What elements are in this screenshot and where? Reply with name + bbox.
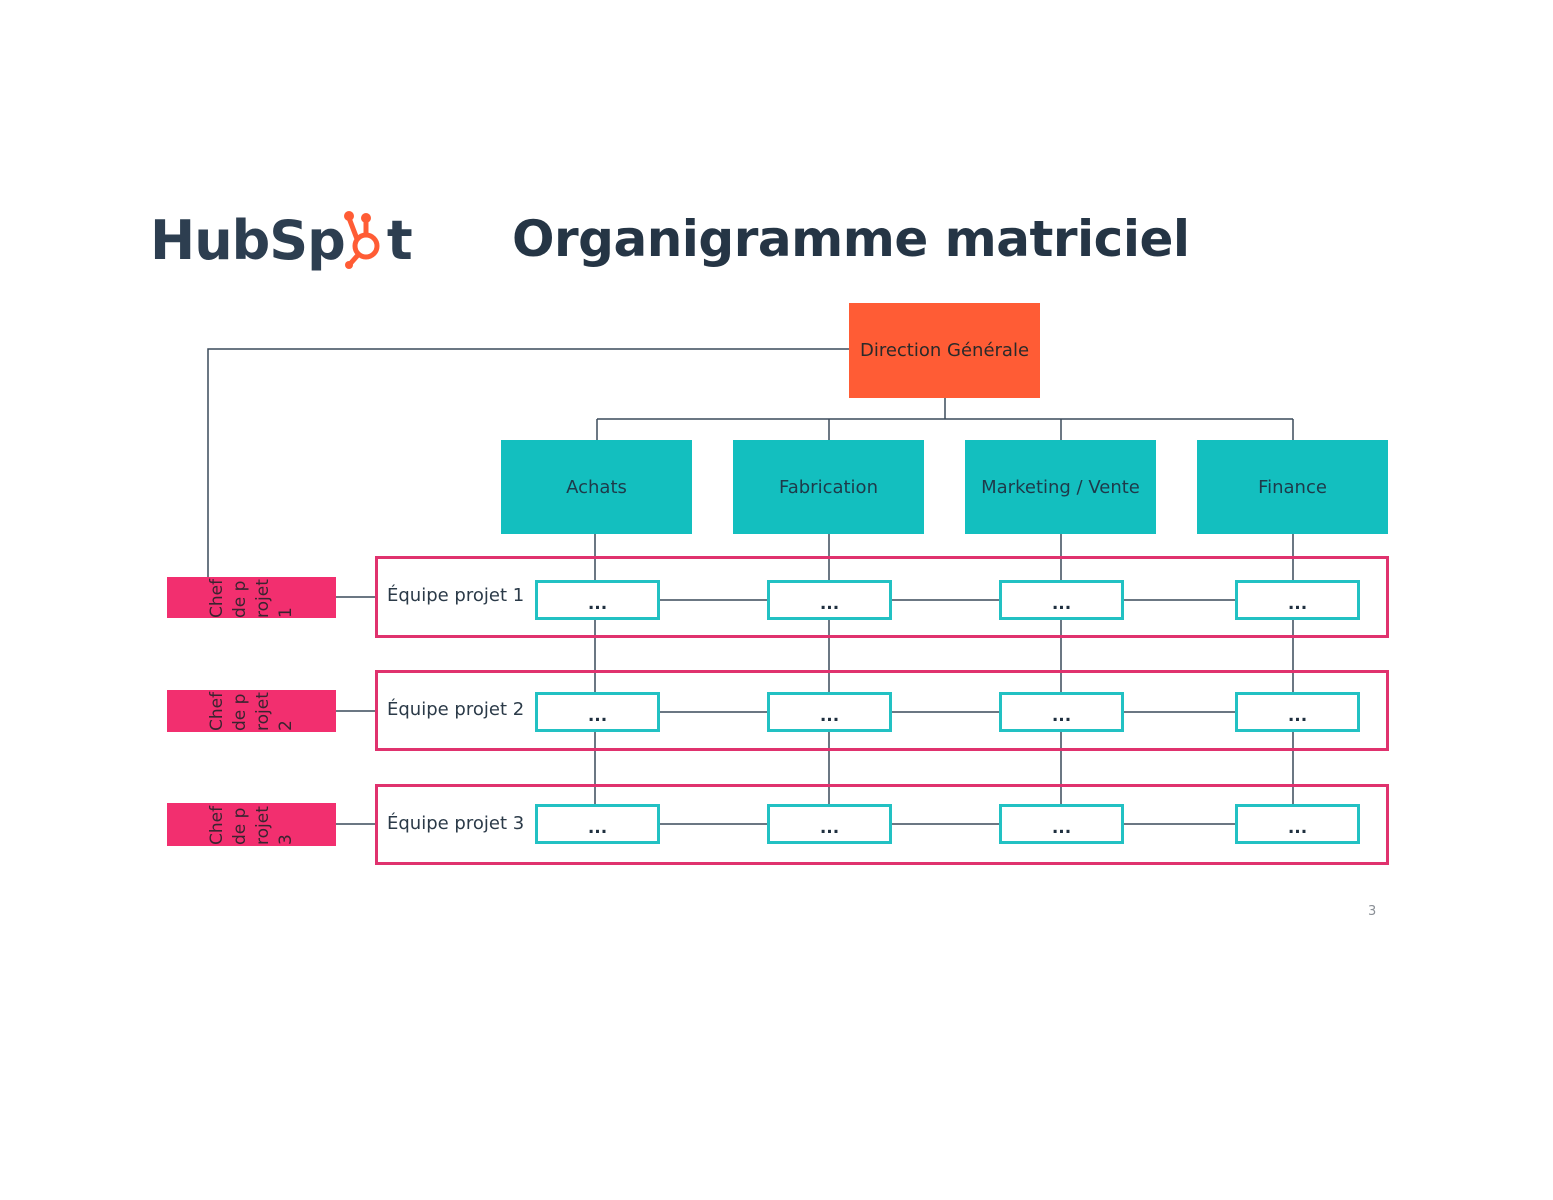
cell-text: ... [587, 818, 608, 838]
team3-achats-cell: ... [535, 804, 660, 844]
team-label-1: Équipe projet 1 [387, 585, 525, 606]
cell-text: ... [819, 594, 840, 614]
chef-label: Chef de projet 2 [206, 691, 296, 731]
director-label: Direction Générale [859, 340, 1030, 361]
cell-text: ... [819, 818, 840, 838]
team-frame-2 [375, 670, 1389, 751]
department-label: Marketing / Vente [981, 476, 1140, 498]
team2-fabrication-cell: ... [767, 692, 892, 732]
team2-finance-cell: ... [1235, 692, 1360, 732]
team3-fabrication-cell: ... [767, 804, 892, 844]
chef-label: Chef de projet 3 [206, 805, 296, 845]
team2-achats-cell: ... [535, 692, 660, 732]
cell-text: ... [1287, 594, 1308, 614]
team1-fabrication-cell: ... [767, 580, 892, 620]
department-finance: Finance [1197, 440, 1388, 534]
team-frame-1 [375, 556, 1389, 638]
cell-text: ... [1287, 706, 1308, 726]
department-label: Fabrication [779, 476, 878, 498]
team3-marketing-cell: ... [999, 804, 1124, 844]
department-label: Achats [566, 476, 627, 498]
team-frame-3 [375, 784, 1389, 865]
chef-de-projet-3: Chef de projet 3 [167, 803, 336, 846]
page-number: 3 [1368, 904, 1377, 919]
team1-achats-cell: ... [535, 580, 660, 620]
page-title: Organigramme matriciel [512, 210, 1190, 268]
department-label: Finance [1258, 476, 1327, 498]
cell-text: ... [1051, 818, 1072, 838]
cell-text: ... [587, 706, 608, 726]
cell-text: ... [1051, 706, 1072, 726]
director-box: Direction Générale [849, 303, 1040, 398]
cell-text: ... [1287, 818, 1308, 838]
team2-marketing-cell: ... [999, 692, 1124, 732]
team-label-2: Équipe projet 2 [387, 699, 525, 720]
logo-text-end: t [386, 208, 413, 272]
team1-marketing-cell: ... [999, 580, 1124, 620]
cell-text: ... [587, 594, 608, 614]
team-label-3: Équipe projet 3 [387, 813, 525, 834]
team1-finance-cell: ... [1235, 580, 1360, 620]
chef-de-projet-1: Chef de projet 1 [167, 577, 336, 618]
department-achats: Achats [501, 440, 692, 534]
cell-text: ... [819, 706, 840, 726]
sprocket-icon [343, 210, 388, 270]
chef-label: Chef de projet 1 [206, 578, 296, 618]
logo-text-start: HubSp [150, 208, 346, 272]
department-marketing-vente: Marketing / Vente [965, 440, 1156, 534]
team3-finance-cell: ... [1235, 804, 1360, 844]
department-fabrication: Fabrication [733, 440, 924, 534]
hubspot-logo: HubSp t [150, 207, 413, 273]
cell-text: ... [1051, 594, 1072, 614]
chef-de-projet-2: Chef de projet 2 [167, 690, 336, 732]
